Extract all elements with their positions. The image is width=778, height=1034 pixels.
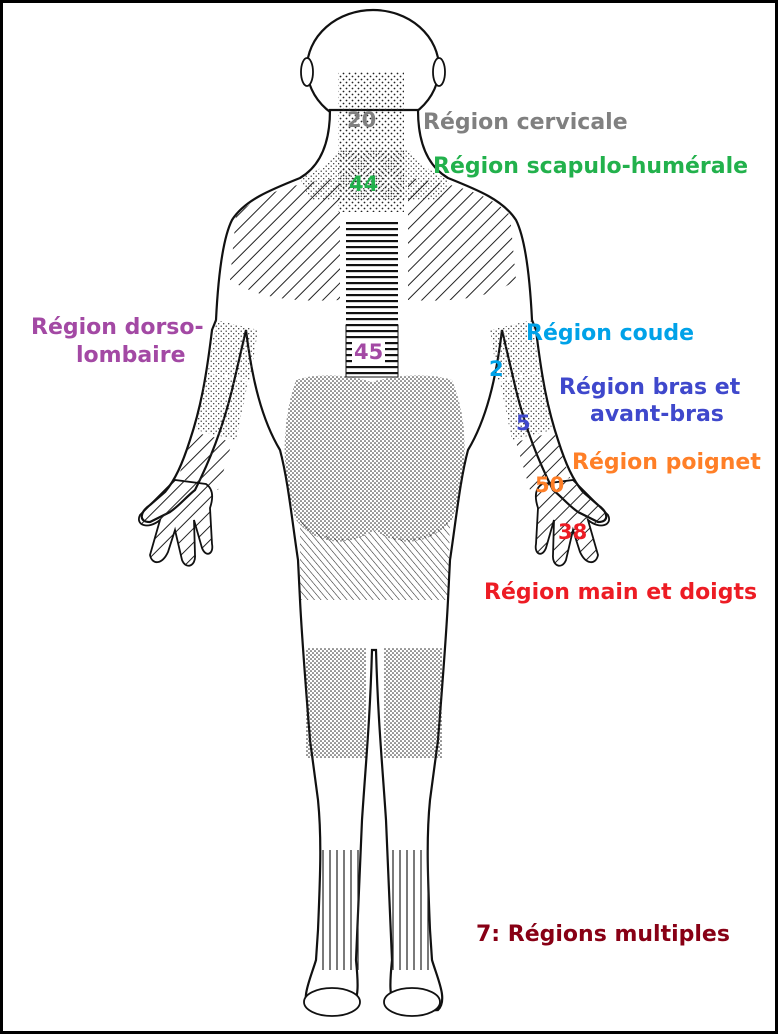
count-dorso-lombaire: 45 [352, 342, 385, 363]
left-hand-outline [139, 480, 212, 566]
right-knee-region [384, 648, 442, 758]
left-ankle-region [318, 850, 360, 970]
left-knee-region [306, 648, 366, 758]
right-foot-outline [384, 988, 440, 1016]
label-multiples: 7: Régions multiples [476, 922, 730, 947]
count-main: 38 [558, 522, 587, 543]
count-coude: 2 [489, 359, 504, 380]
right-ankle-region [388, 850, 430, 970]
count-scapulo-humerale: 44 [349, 174, 378, 195]
label-poignet: Région poignet [572, 450, 761, 475]
lower-back-region [285, 375, 465, 541]
right-ear [433, 58, 445, 86]
count-cervicale: 20 [347, 110, 376, 131]
thoracic-spine-region [346, 220, 398, 325]
label-dorso-lombaire-line2: lombaire [76, 343, 185, 368]
label-coude: Région coude [526, 321, 694, 346]
left-foot-outline [304, 988, 360, 1016]
label-main: Région main et doigts [484, 580, 757, 605]
label-bras-line2: avant-bras [590, 402, 724, 427]
label-dorso-lombaire-line1: Région dorso- [31, 315, 204, 340]
label-cervicale: Région cervicale [423, 110, 628, 135]
left-ear [301, 58, 313, 86]
count-bras: 5 [516, 413, 531, 434]
label-scapulo-humerale: Région scapulo-humérale [433, 154, 748, 179]
left-elbow-region [208, 320, 258, 380]
label-bras-line1: Région bras et [559, 375, 740, 400]
count-poignet: 50 [535, 475, 564, 496]
